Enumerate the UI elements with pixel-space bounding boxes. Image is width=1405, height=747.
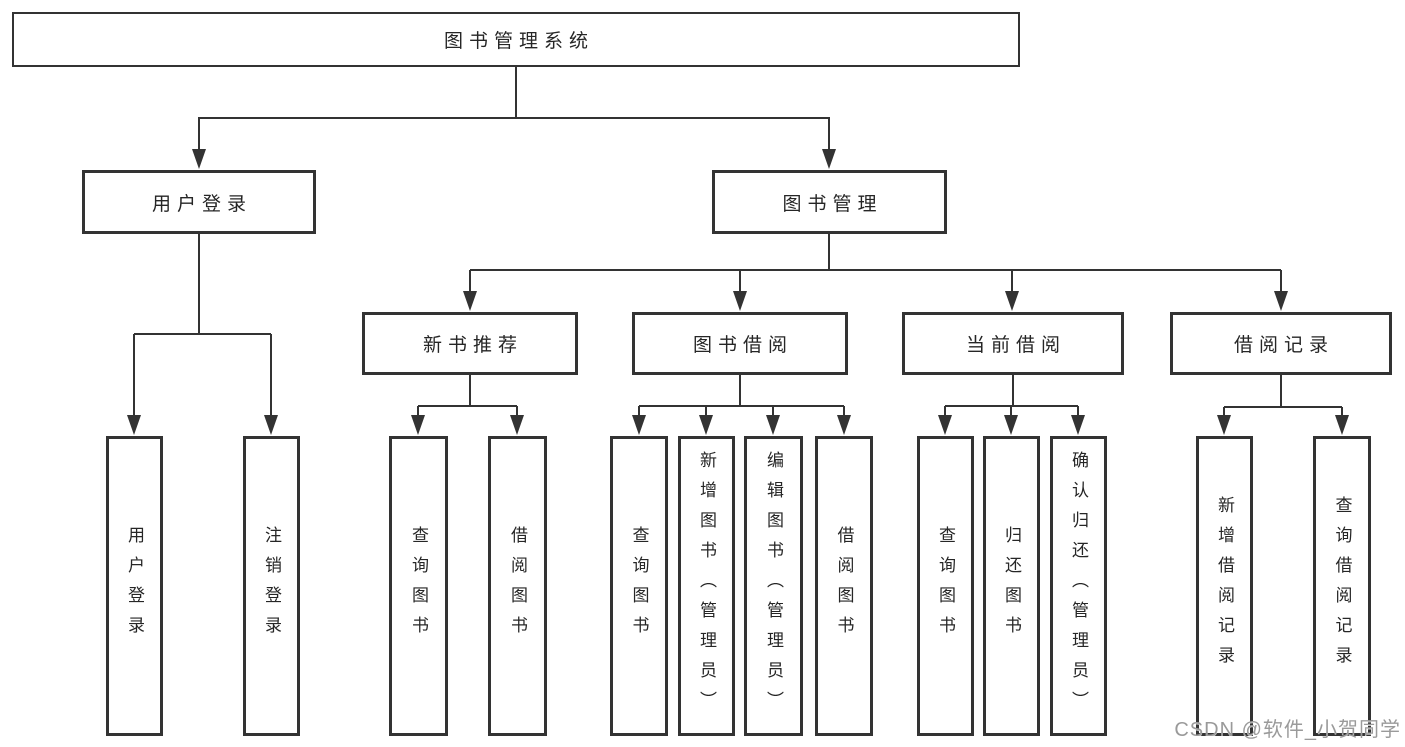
node-borrow-records-label: 借阅记录 xyxy=(1233,335,1334,356)
node-library-system-label: 图书管理系统 xyxy=(443,31,594,52)
node-book-management-label: 图书管理 xyxy=(782,193,883,215)
node-book-borrow-label: 图书借阅 xyxy=(692,335,793,356)
leaf-label: 查询借阅记录 xyxy=(1332,496,1352,676)
node-user-login-label: 用户登录 xyxy=(151,193,252,215)
node-user-login: 用户登录 xyxy=(82,170,316,234)
node-leaf-confirm-return-admin: 确认归还（管理员） xyxy=(1050,436,1107,736)
leaf-label: 查询图书 xyxy=(936,526,955,646)
leaf-label: 注销登录 xyxy=(262,526,281,646)
arrowheads xyxy=(127,149,1349,435)
node-leaf-borrow-books-1: 借阅图书 xyxy=(488,436,547,736)
node-current-borrow: 当前借阅 xyxy=(902,312,1124,375)
node-leaf-user-login: 用户登录 xyxy=(106,436,163,736)
node-leaf-edit-book-admin: 编辑图书（管理员） xyxy=(744,436,803,736)
leaf-label: 新增图书（管理员） xyxy=(697,451,716,721)
node-leaf-query-borrow-record: 查询借阅记录 xyxy=(1313,436,1371,736)
leaf-label: 借阅图书 xyxy=(834,526,854,646)
node-current-borrow-label: 当前借阅 xyxy=(965,335,1066,356)
node-book-management: 图书管理 xyxy=(712,170,947,234)
watermark: CSDN @软件_小贺同学 xyxy=(1174,719,1401,741)
leaf-label: 查询图书 xyxy=(629,526,649,646)
leaf-label: 确认归还（管理员） xyxy=(1069,451,1088,721)
node-leaf-logout: 注销登录 xyxy=(243,436,300,736)
node-new-book-recommend: 新书推荐 xyxy=(362,312,578,375)
node-leaf-add-borrow-record: 新增借阅记录 xyxy=(1196,436,1253,736)
leaf-label: 借阅图书 xyxy=(508,526,527,646)
leaf-label: 归还图书 xyxy=(1002,526,1021,646)
node-borrow-records: 借阅记录 xyxy=(1170,312,1392,375)
leaf-label: 编辑图书（管理员） xyxy=(764,451,783,721)
node-leaf-return-book: 归还图书 xyxy=(983,436,1040,736)
node-leaf-query-books-1: 查询图书 xyxy=(389,436,448,736)
node-leaf-query-books-2: 查询图书 xyxy=(610,436,668,736)
node-leaf-add-book-admin: 新增图书（管理员） xyxy=(678,436,735,736)
leaf-label: 用户登录 xyxy=(125,526,144,646)
node-book-borrow: 图书借阅 xyxy=(632,312,848,375)
node-leaf-query-books-3: 查询图书 xyxy=(917,436,974,736)
node-library-system: 图书管理系统 xyxy=(12,12,1020,67)
leaf-label: 新增借阅记录 xyxy=(1215,496,1234,676)
leaf-label: 查询图书 xyxy=(409,526,428,646)
node-leaf-borrow-books-2: 借阅图书 xyxy=(815,436,873,736)
node-new-book-recommend-label: 新书推荐 xyxy=(422,335,523,356)
